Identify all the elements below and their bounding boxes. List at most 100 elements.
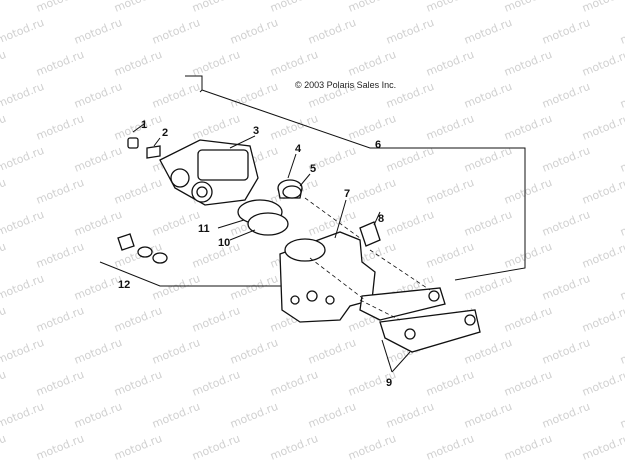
watermark-text: motod.ru	[346, 432, 398, 463]
watermark-text: motod.ru	[34, 0, 86, 15]
watermark-text: motod.ru	[346, 176, 398, 207]
watermark-text: motod.ru	[112, 432, 164, 463]
copyright-text: © 2003 Polaris Sales Inc.	[295, 80, 396, 90]
watermark-text: motod.ru	[0, 400, 46, 431]
watermark-text: motod.ru	[580, 304, 625, 335]
watermark-text: motod.ru	[346, 112, 398, 143]
callout-6: 6	[375, 139, 381, 151]
callout-4: 4	[295, 143, 302, 155]
watermark-text: motod.ru	[72, 208, 124, 239]
callout-1: 1	[141, 119, 147, 131]
watermark-text: motod.ru	[72, 80, 124, 111]
watermark-text: motod.ru	[462, 400, 514, 431]
watermark-text: motod.ru	[34, 176, 86, 207]
watermark-text: motod.ru	[424, 112, 476, 143]
watermark-text: motod.ru	[462, 80, 514, 111]
bracket-12-line	[99, 261, 290, 287]
callout-12: 12	[118, 279, 130, 291]
watermark-text: motod.ru	[150, 400, 202, 431]
watermark-text: motod.ru	[0, 368, 8, 399]
watermark-text: motod.ru	[0, 336, 46, 367]
o-rings-part	[217, 199, 289, 241]
watermark-text: motod.ru	[228, 16, 280, 47]
watermark-text: motod.ru	[580, 240, 625, 271]
watermark-text: motod.ru	[34, 304, 86, 335]
watermark-text: motod.ru	[72, 336, 124, 367]
watermark-text: motod.ru	[150, 336, 202, 367]
alignment-lines	[304, 197, 431, 321]
watermark-text: motod.ru	[580, 176, 625, 207]
watermark-text: motod.ru	[112, 48, 164, 79]
watermark-text: motod.ru	[424, 0, 476, 15]
watermark-text: motod.ru	[580, 112, 625, 143]
watermark-text: motod.ru	[502, 368, 554, 399]
watermark-text: motod.ru	[0, 208, 46, 239]
watermark-text: motod.ru	[72, 144, 124, 175]
watermark-text: motod.ru	[190, 48, 242, 79]
watermark-text: motod.ru	[462, 272, 514, 303]
watermark-text: motod.ru	[384, 400, 436, 431]
watermark-text: motod.ru	[502, 48, 554, 79]
watermark-text: motod.ru	[346, 0, 398, 15]
watermark-text: motod.ru	[34, 112, 86, 143]
brake-pads-part	[359, 287, 481, 373]
callout-9: 9	[386, 377, 392, 389]
mount-hardware-part	[117, 233, 168, 264]
watermark-text: motod.ru	[502, 176, 554, 207]
assembly-bracket-6	[185, 75, 526, 281]
watermark-text: motod.ru	[424, 48, 476, 79]
piston-seal-part	[282, 173, 311, 199]
bolt-part	[127, 123, 145, 149]
watermark-text: motod.ru	[618, 144, 625, 175]
watermark-text: motod.ru	[268, 0, 320, 15]
watermark-text: motod.ru	[190, 368, 242, 399]
watermark-text: motod.ru	[540, 144, 592, 175]
watermark-text: motod.ru	[268, 48, 320, 79]
watermark-text: motod.ru	[112, 368, 164, 399]
watermark-text: motod.ru	[540, 16, 592, 47]
watermark-text: motod.ru	[112, 176, 164, 207]
watermark-text: motod.ru	[580, 0, 625, 15]
watermark-text: motod.ru	[424, 368, 476, 399]
watermark-text: motod.ru	[306, 336, 358, 367]
watermark-text: motod.ru	[502, 304, 554, 335]
watermark-text: motod.ru	[72, 272, 124, 303]
watermark-text: motod.ru	[150, 80, 202, 111]
watermark-text: motod.ru	[306, 208, 358, 239]
watermark-text: motod.ru	[0, 304, 8, 335]
watermark-text: motod.ru	[540, 336, 592, 367]
watermark-text: motod.ru	[34, 432, 86, 463]
slide-pin-part	[359, 211, 381, 247]
watermark-text: motod.ru	[618, 208, 625, 239]
watermark-text: motod.ru	[268, 368, 320, 399]
watermark-text: motod.ru	[462, 336, 514, 367]
watermark-text: motod.ru	[424, 432, 476, 463]
watermark-text: motod.ru	[424, 240, 476, 271]
watermark-text: motod.ru	[268, 112, 320, 143]
watermark-text: motod.ru	[618, 336, 625, 367]
callout-5: 5	[310, 163, 316, 175]
watermark-text: motod.ru	[540, 272, 592, 303]
caliper-body-part	[159, 135, 259, 206]
callout-10: 10	[218, 237, 230, 249]
callout-11: 11	[198, 223, 210, 235]
watermark-text: motod.ru	[228, 80, 280, 111]
watermark-text: motod.ru	[580, 432, 625, 463]
watermark-text: motod.ru	[268, 432, 320, 463]
watermark-text: motod.ru	[306, 16, 358, 47]
watermark-text: motod.ru	[618, 16, 625, 47]
callout-2: 2	[162, 127, 168, 139]
watermark-text: motod.ru	[540, 208, 592, 239]
watermark-text: motod.ru	[228, 336, 280, 367]
watermark-text: motod.ru	[190, 0, 242, 15]
watermark-text: motod.ru	[190, 240, 242, 271]
watermark-text: motod.ru	[190, 112, 242, 143]
watermark-text: motod.ru	[0, 112, 8, 143]
watermark-text: motod.ru	[150, 208, 202, 239]
watermark-text: motod.ru	[0, 0, 8, 15]
watermark-text: motod.ru	[34, 240, 86, 271]
watermark-text: motod.ru	[618, 272, 625, 303]
watermark-text: motod.ru	[502, 0, 554, 15]
